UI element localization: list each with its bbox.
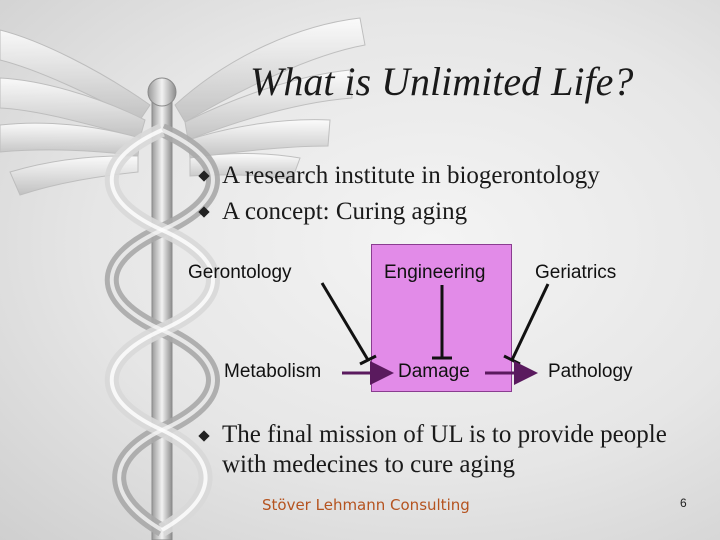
- footer-company: Stöver Lehmann Consulting: [262, 496, 470, 514]
- page-number: 6: [680, 496, 687, 510]
- final-mission-bullet: The final mission of UL is to provide pe…: [198, 420, 692, 480]
- bullet-text: A research institute in biogerontology: [222, 162, 600, 189]
- label-engineering: Engineering: [384, 262, 486, 283]
- diamond-bullet-icon: [198, 430, 210, 442]
- bullet-list: A research institute in biogerontology A…: [198, 158, 600, 230]
- diamond-bullet-icon: [198, 170, 210, 182]
- label-gerontology: Gerontology: [188, 262, 292, 283]
- slide-title: What is Unlimited Life?: [250, 59, 634, 104]
- final-mission-text: The final mission of UL is to provide pe…: [222, 421, 667, 478]
- bullet-item: A research institute in biogerontology: [198, 158, 600, 194]
- label-metabolism: Metabolism: [224, 361, 322, 382]
- diamond-bullet-icon: [198, 206, 210, 218]
- label-geriatrics: Geriatrics: [535, 262, 617, 283]
- bullet-text: A concept: Curing aging: [222, 198, 468, 225]
- bullet-item: A concept: Curing aging: [198, 194, 600, 230]
- damage-highlight-box: [371, 244, 512, 392]
- label-pathology: Pathology: [548, 361, 633, 382]
- label-damage: Damage: [398, 361, 470, 382]
